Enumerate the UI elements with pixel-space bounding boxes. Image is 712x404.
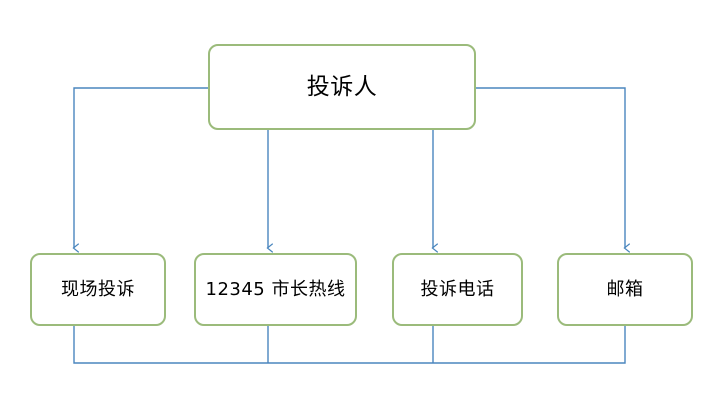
node-mailbox[interactable]: 邮箱: [557, 253, 693, 326]
node-mayor-hotline-label: 12345 市长热线: [205, 278, 346, 300]
connector-root-to-onsite-complaint: [72, 87, 208, 253]
connector-leaves-bottom-rail: [73, 326, 626, 364]
node-complaint-phone-label: 投诉电话: [420, 278, 495, 300]
node-mayor-hotline[interactable]: 12345 市长热线: [194, 253, 357, 326]
connector-root-to-mailbox: [476, 87, 630, 253]
node-complaint-phone[interactable]: 投诉电话: [392, 253, 523, 326]
node-complainant-label: 投诉人: [306, 73, 378, 100]
node-mailbox-label: 邮箱: [606, 278, 644, 300]
node-onsite-complaint[interactable]: 现场投诉: [30, 253, 166, 326]
node-complainant[interactable]: 投诉人: [208, 44, 476, 130]
node-onsite-complaint-label: 现场投诉: [61, 278, 135, 300]
